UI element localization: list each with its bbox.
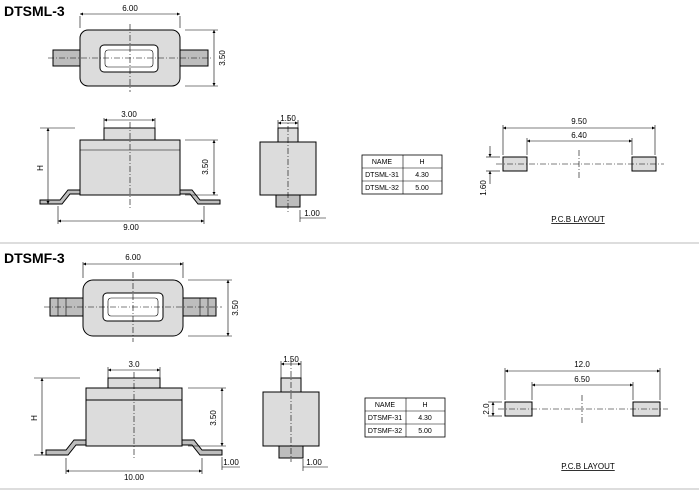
pcb-layout-caption: P.C.B LAYOUT: [551, 215, 605, 224]
table-cell: 4.30: [415, 172, 429, 179]
dim-front-width: 9.00: [123, 223, 139, 232]
variant-table: NAME H DTSML-31 4.30 DTSML-32 5.00: [361, 154, 443, 195]
dim-top-height: 3.50: [218, 50, 227, 66]
dim-pcb-inner: 6.50: [574, 375, 590, 384]
dim-height: H: [30, 415, 39, 421]
pcb-layout: 12.0 6.50 2.0 P.C.B LAYOUT: [482, 360, 668, 471]
dim-front-width: 10.00: [124, 473, 145, 482]
table-cell: 5.00: [415, 185, 429, 192]
table-header-h: H: [422, 402, 427, 409]
dim-pcb-pad: 2.0: [482, 403, 491, 415]
dim-pcb-outer: 9.50: [571, 117, 587, 126]
section-title: DTSML-3: [4, 3, 65, 19]
dim-front-lead: 1.00: [223, 458, 239, 467]
section-dtsmf-3: DTSMF-3 6.00 3.50: [4, 250, 668, 482]
table-cell: DTSML-31: [365, 172, 399, 179]
table-cell: DTSML-32: [365, 185, 399, 192]
table-header-name: NAME: [375, 402, 396, 409]
front-view: 3.00 H 3.50 9.00: [36, 110, 221, 232]
front-view: 3.0 H 3.50 10.00 1.00: [30, 360, 240, 482]
top-view: 6.00 3.50: [44, 253, 240, 342]
table-cell: 4.30: [418, 415, 432, 422]
dim-pcb-pad: 1.60: [479, 180, 488, 196]
table-cell: 5.00: [418, 428, 432, 435]
table-header-name: NAME: [372, 159, 393, 166]
section-title: DTSMF-3: [4, 250, 65, 266]
dim-top-width: 6.00: [125, 253, 141, 262]
table-header-h: H: [419, 159, 424, 166]
dim-pcb-outer: 12.0: [574, 360, 590, 369]
dim-height: H: [36, 165, 45, 171]
dim-body-height: 3.50: [201, 159, 210, 175]
section-dtsml-3: DTSML-3 6.00 3.50 3.00: [4, 3, 664, 232]
top-view: 6.00 3.50: [48, 4, 227, 92]
side-view: 1.50 1.00: [262, 355, 328, 471]
dim-side-width: 1.50: [283, 355, 299, 364]
dim-actuator-width: 3.0: [128, 360, 140, 369]
dim-side-lead: 1.00: [304, 209, 320, 218]
pcb-layout-caption: P.C.B LAYOUT: [561, 462, 615, 471]
dim-body-height: 3.50: [209, 410, 218, 426]
side-view: 1.50 1.00: [259, 114, 326, 222]
dim-pcb-inner: 6.40: [571, 131, 587, 140]
dim-actuator-width: 3.00: [121, 110, 137, 119]
dim-top-width: 6.00: [122, 4, 138, 13]
variant-table: NAME H DTSMF-31 4.30 DTSMF-32 5.00: [364, 397, 446, 438]
pcb-layout: 9.50 6.40 1.60 P.C.B LAYOUT: [479, 117, 664, 224]
dim-side-lead: 1.00: [306, 458, 322, 467]
dim-top-height: 3.50: [231, 300, 240, 316]
table-cell: DTSMF-31: [368, 415, 402, 422]
table-cell: DTSMF-32: [368, 428, 402, 435]
